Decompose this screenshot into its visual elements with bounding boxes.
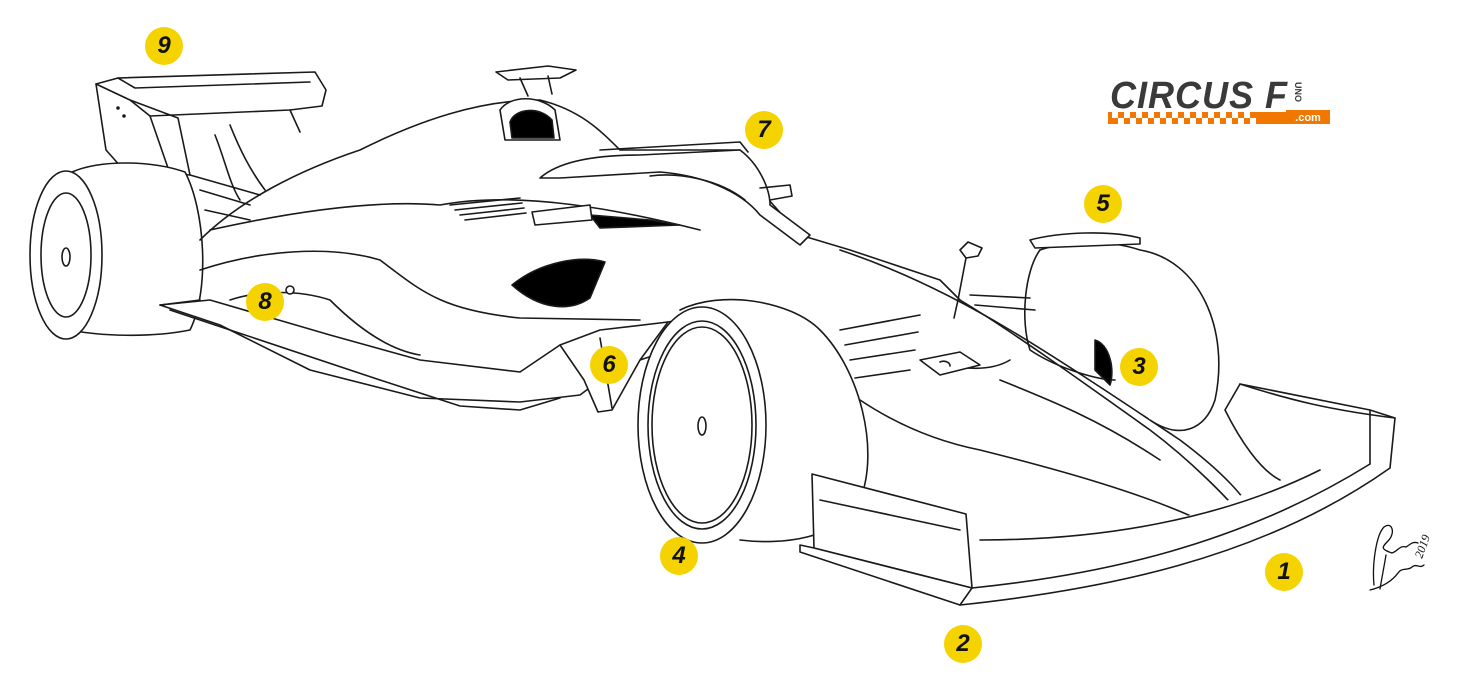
marker-8: 8 xyxy=(246,283,284,321)
front-tyre-far xyxy=(1024,232,1220,432)
logo-brand-text: CIRCUS F xyxy=(1110,75,1289,117)
rear-tyre xyxy=(29,162,204,340)
marker-1-label: 1 xyxy=(1277,558,1291,585)
marker-9: 9 xyxy=(145,27,183,65)
mirror-stalk xyxy=(953,241,983,319)
rear-suspension xyxy=(189,124,295,295)
marker-4: 4 xyxy=(660,537,698,575)
marker-1: 1 xyxy=(1265,553,1303,591)
car-body xyxy=(159,65,961,413)
front-wing xyxy=(799,383,1396,606)
marker-6-label: 6 xyxy=(602,351,616,378)
marker-2: 2 xyxy=(944,625,982,663)
rear-wing xyxy=(95,71,327,176)
floor-edge xyxy=(159,299,201,306)
logo-domain-text: .com xyxy=(1295,112,1321,124)
circusf-logo: CIRCUS F UNO .com xyxy=(1108,75,1330,124)
marker-7: 7 xyxy=(745,111,783,149)
marker-5-label: 5 xyxy=(1096,190,1110,217)
logo-suffix-text: UNO xyxy=(1293,82,1303,102)
halo xyxy=(531,141,811,246)
marker-3-label: 3 xyxy=(1132,353,1146,380)
marker-2-label: 2 xyxy=(956,630,970,657)
marker-8-label: 8 xyxy=(258,288,272,315)
marker-4-label: 4 xyxy=(672,542,686,569)
marker-5: 5 xyxy=(1084,185,1122,223)
marker-9-label: 9 xyxy=(157,32,171,59)
marker-6: 6 xyxy=(590,346,628,384)
checker-strip xyxy=(1108,112,1288,124)
signature-year: 2019 xyxy=(1412,533,1433,560)
artist-signature: 2019 xyxy=(1369,524,1433,591)
marker-7-label: 7 xyxy=(757,116,771,143)
marker-3: 3 xyxy=(1120,348,1158,386)
